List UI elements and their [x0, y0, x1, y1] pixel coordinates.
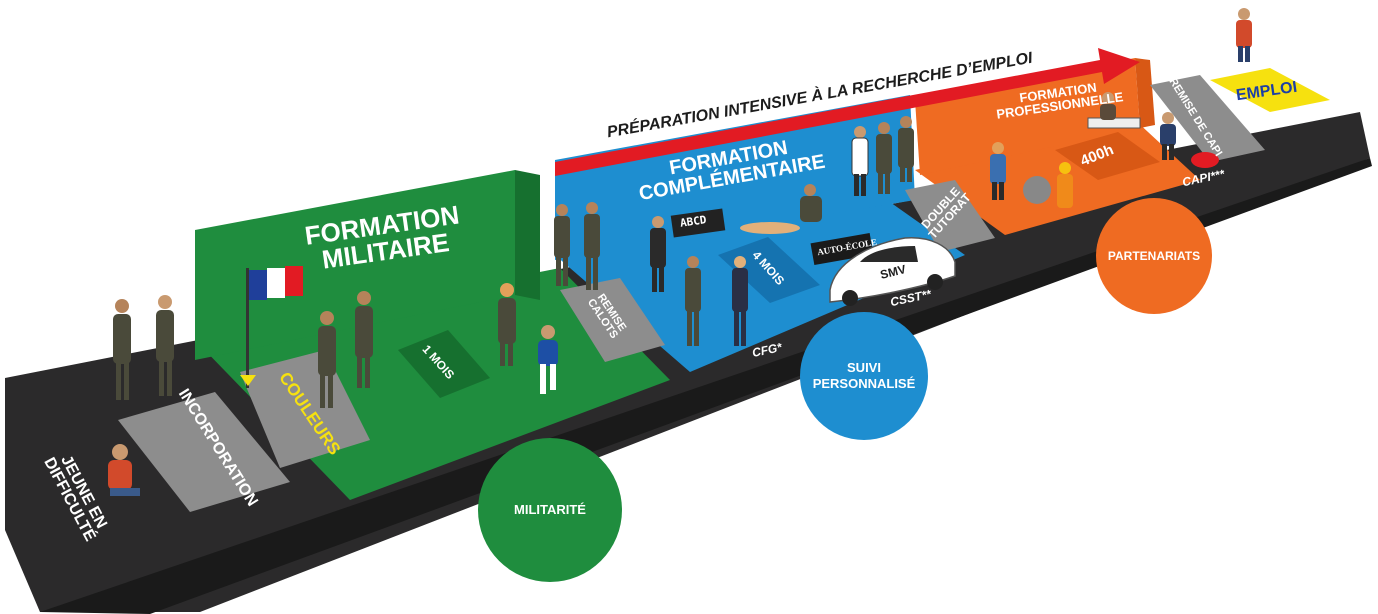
circle-suivi [800, 312, 928, 440]
figure-icon [1191, 152, 1219, 168]
figure-icon [1023, 162, 1073, 208]
plate-1-mois [398, 330, 490, 398]
chevron-remise-calots [560, 278, 665, 362]
chevron-double-tutorat [905, 180, 995, 252]
circle-partenariats-label: PARTENARIATS [1107, 249, 1201, 263]
plate-4-mois [718, 237, 820, 303]
figure-icon [1087, 92, 1141, 129]
figure-icon [1160, 112, 1176, 160]
circle-militarite-label: MILITARITÉ [514, 502, 586, 517]
emploi-sign [1210, 68, 1330, 112]
blue-wall [555, 95, 915, 260]
figure-icon [740, 184, 822, 234]
car-icon [829, 237, 956, 306]
figure-icon [851, 126, 869, 196]
circle-suivi-label: SUIVI PERSONNALISÉ [812, 360, 916, 392]
figure-icon [538, 325, 558, 394]
figure-icon [685, 256, 701, 346]
green-wall-shade [515, 170, 540, 300]
flag-marker [240, 375, 256, 386]
chevron-remise-capi [1150, 75, 1265, 162]
orange-wall [915, 58, 1140, 175]
figure-icon [108, 444, 140, 496]
chevron-couleurs [240, 350, 370, 468]
flag-pole [246, 268, 249, 388]
progress-arrow [555, 48, 1140, 176]
figure-icon [990, 142, 1006, 200]
french-flag-icon [249, 266, 303, 300]
figure-icon [1236, 8, 1252, 62]
figure-icon [113, 299, 131, 400]
circle-partenariats [1096, 198, 1212, 314]
circle-militarite [478, 438, 622, 582]
figure-icon [876, 122, 892, 194]
figure-icon [355, 291, 373, 388]
figure-icon [584, 202, 600, 290]
green-wall [195, 170, 515, 360]
orange-wall-shade [1135, 58, 1155, 128]
figure-icon [498, 283, 516, 366]
board-text: ABCD [679, 213, 708, 230]
figure-icon [898, 116, 914, 182]
figure-icon [732, 256, 748, 346]
figure-icon [318, 311, 336, 408]
chevron-incorporation [118, 392, 290, 512]
figure-icon [650, 216, 666, 292]
figures [108, 8, 1252, 496]
figure-icon [554, 204, 570, 286]
figure-icon [156, 295, 174, 396]
road-edge [40, 158, 1372, 614]
plate-400h [1055, 132, 1160, 180]
chalkboard [670, 208, 726, 238]
